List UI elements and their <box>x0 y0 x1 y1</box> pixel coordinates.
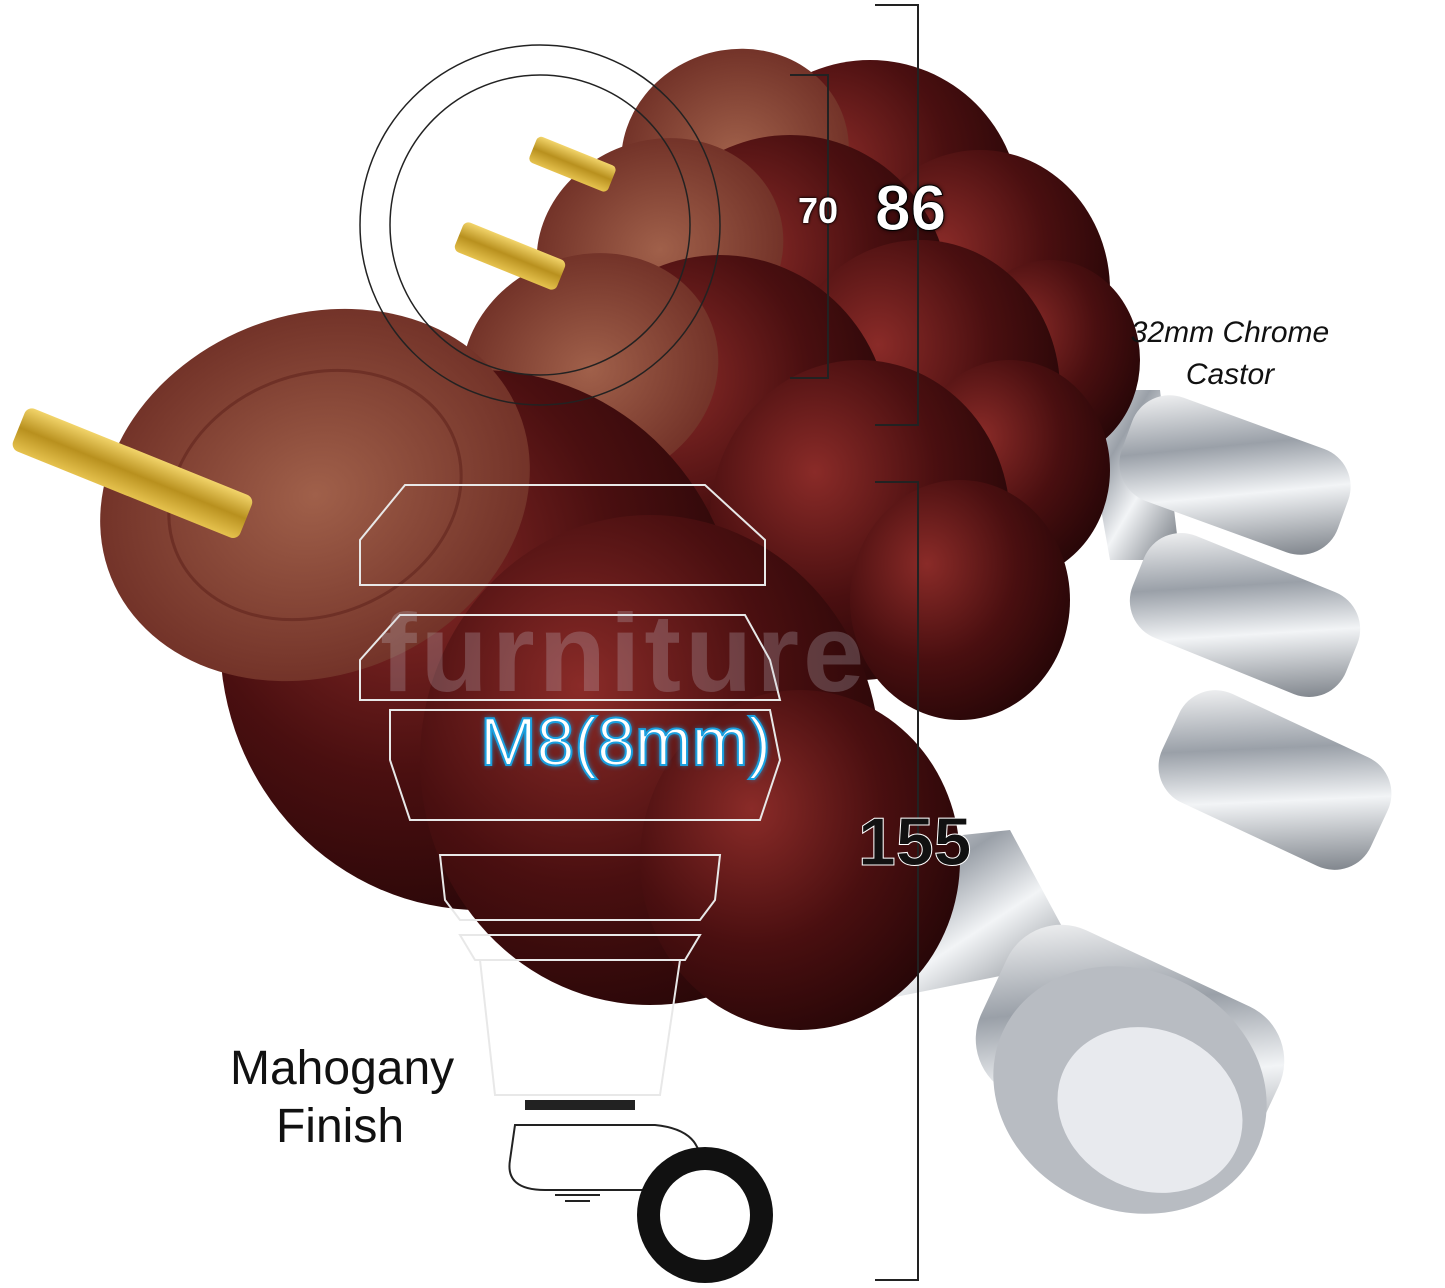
inner-diameter-label: 70 <box>798 190 839 231</box>
diameter-outline <box>359 44 721 406</box>
finish-label-line1: Mahogany <box>230 1042 455 1095</box>
castor-outline-icon <box>508 1124 773 1283</box>
bolt-middle <box>454 222 566 290</box>
leg-front <box>100 308 1285 1214</box>
bolt-front <box>12 408 253 538</box>
leg-back-1 <box>461 253 1392 870</box>
castor-label-line1: 32mm Chrome <box>1130 316 1330 349</box>
height-label: 155 <box>857 804 972 880</box>
castor-label-line2: Castor <box>1185 358 1275 391</box>
thread-size-label: M8(8mm) <box>479 704 772 780</box>
watermark: furniture <box>380 592 869 715</box>
castor-label: 32mm Chrome Castor <box>1120 312 1340 396</box>
dimension-lines <box>790 4 919 1281</box>
finish-label-line2: Finish <box>275 1100 405 1153</box>
profile-outline <box>359 484 782 1110</box>
finish-label: Mahogany Finish <box>230 1040 455 1156</box>
bolt-back <box>529 136 616 192</box>
outer-diameter-label: 86 <box>874 172 947 244</box>
